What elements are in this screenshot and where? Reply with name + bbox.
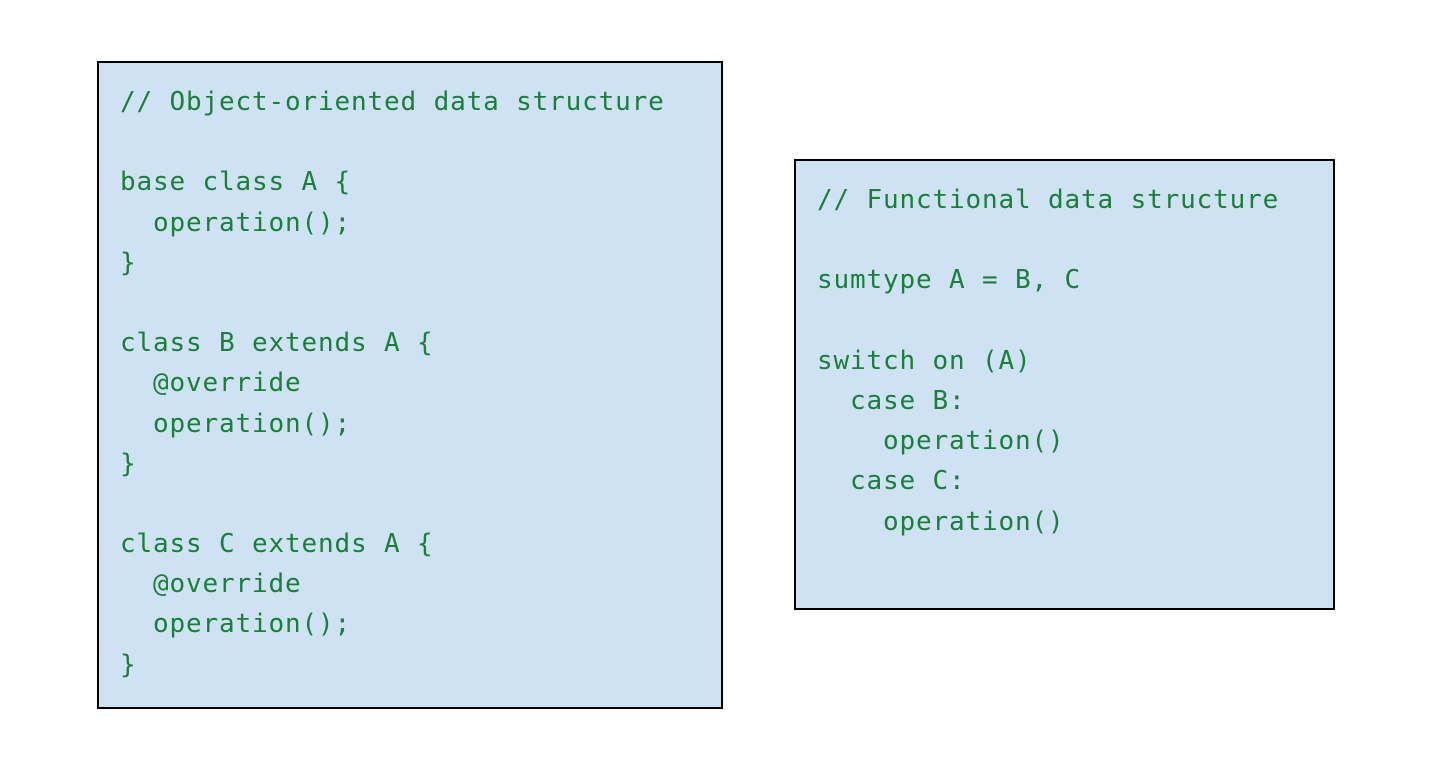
code-line: operation();: [120, 609, 352, 640]
code-line: sumtype A = B, C: [817, 265, 1082, 296]
code-line: // Functional data structure: [817, 185, 1280, 215]
code-line: }: [120, 247, 137, 278]
functional-code-box: // Functional data structure sumtype A = …: [794, 159, 1335, 610]
code-line: class C extends A {: [120, 529, 434, 560]
code-line: [120, 122, 721, 162]
code-line: @override: [120, 569, 302, 600]
code-line: [817, 220, 1333, 260]
code-line: operation();: [120, 408, 352, 439]
code-line: @override: [120, 368, 302, 399]
code-line: case B:: [817, 385, 966, 416]
code-line: operation();: [120, 207, 352, 238]
code-line: base class A {: [120, 167, 352, 198]
code-line: operation(): [817, 426, 1065, 457]
code-line: class B extends A {: [120, 328, 434, 359]
object-oriented-code-box: // Object-oriented data structure base cl…: [97, 61, 723, 709]
code-line: }: [120, 649, 137, 680]
code-line: switch on (A): [817, 345, 1032, 376]
code-line: [120, 484, 721, 524]
code-line: operation(): [817, 506, 1065, 537]
code-line: case C:: [817, 466, 966, 497]
code-line: [817, 301, 1333, 341]
code-line: // Object-oriented data structure: [120, 87, 665, 117]
code-line: }: [120, 448, 137, 479]
code-line: [120, 283, 721, 323]
